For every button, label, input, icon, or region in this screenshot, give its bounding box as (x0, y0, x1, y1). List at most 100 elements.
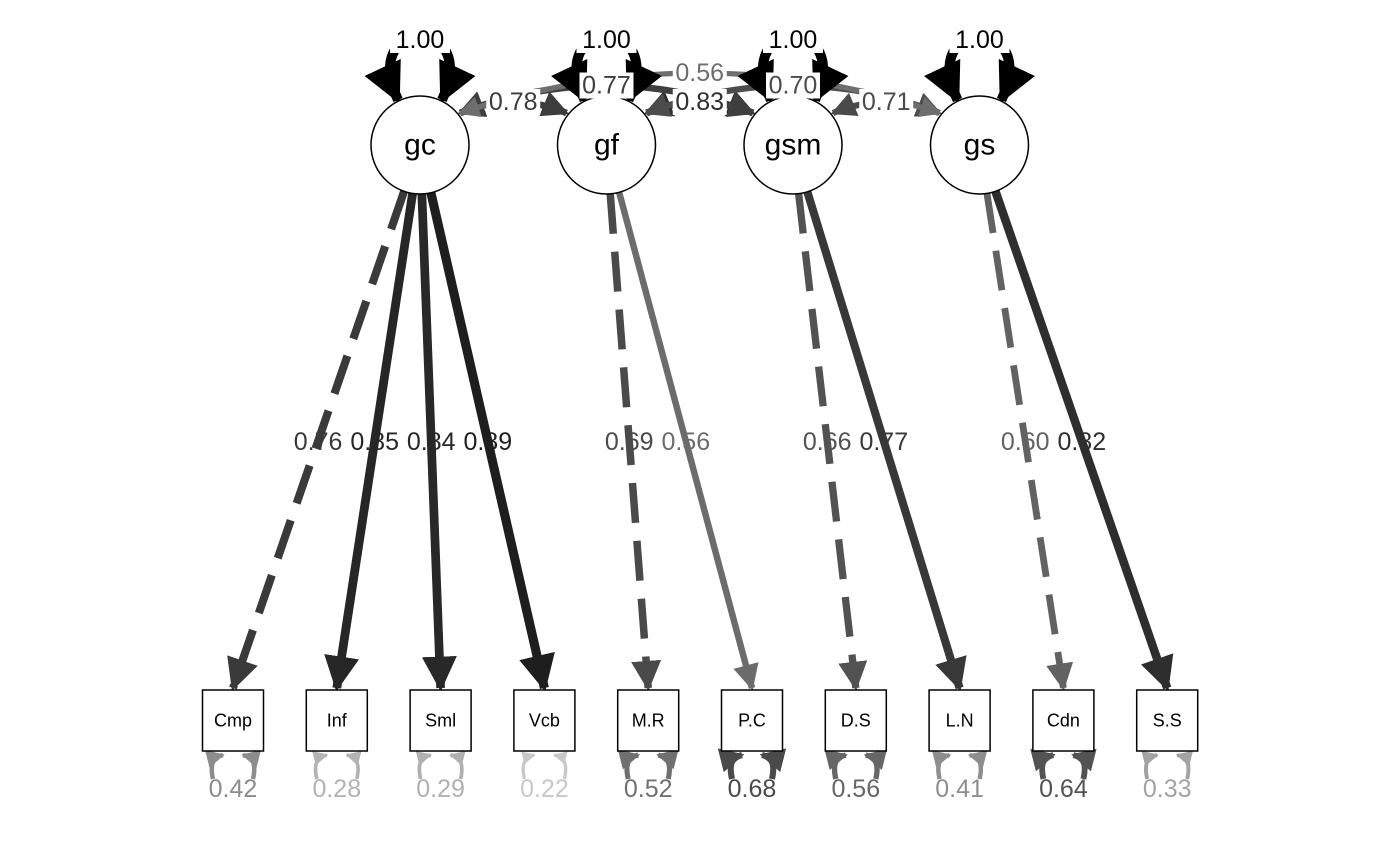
latent-node-gs (929, 95, 1030, 195)
residual-loop-right-ds (863, 749, 888, 780)
residual-loop-right-ss (1175, 750, 1194, 780)
label-layer: 0.78 0.83 0.71 0.77 0.70 0.56 1.00 1.00 1.00 1.00… (209, 26, 1192, 803)
covariance-label-bg (672, 89, 727, 115)
manifest-node-vcb (513, 689, 576, 752)
covariance-value-gf-gsm: 0.83 (675, 88, 724, 116)
residual-loop-right-ln (967, 750, 988, 780)
manifest-label-mr: M.R (632, 711, 665, 731)
residual-value-pc: 0.68 (728, 775, 777, 803)
residual-value-ss: 0.33 (1143, 775, 1192, 803)
residual-loop-left-pc (717, 748, 745, 780)
latent-label-gc: gc (404, 129, 436, 162)
loading-value-gsm-ln: 0.77 (859, 428, 908, 456)
residual-value-ln: 0.41 (935, 775, 984, 803)
manifest-label-pc: P.C (738, 711, 766, 731)
residual-loop-right-cdn (1071, 748, 1097, 780)
residual-loop-right-pc (759, 748, 787, 780)
residual-loop-left-ss (1141, 750, 1159, 780)
residual-loop-left-vcb (521, 751, 536, 780)
residual-loop-right-inf (345, 751, 362, 780)
variance-label-bg (763, 27, 823, 53)
loading-value-gf-mr: 0.69 (605, 428, 654, 456)
covariance-value-gc-gf: 0.78 (489, 88, 538, 116)
residual-value-sml: 0.29 (416, 775, 465, 803)
manifest-node-cmp (201, 689, 265, 752)
covariance-label-bg (766, 72, 820, 99)
covariance-value-gc-gs: 0.56 (675, 59, 724, 87)
loading-value-gs-cdn: 0.60 (1001, 428, 1050, 456)
residual-value-cdn: 0.64 (1039, 775, 1088, 803)
residual-loop-left-ln (931, 750, 952, 780)
residual-value-mr: 0.52 (624, 775, 673, 803)
residual-loop-right-vcb (553, 751, 568, 780)
manifest-label-cdn: Cdn (1047, 711, 1080, 731)
covariance-value-gf-gs: 0.70 (769, 72, 818, 100)
loading-value-gc-sml: 0.84 (407, 428, 456, 456)
covariance-label-bg (579, 72, 634, 99)
variance-label-bg (949, 27, 1010, 53)
manifest-node-mr (616, 689, 680, 752)
manifest-node-inf (305, 689, 369, 752)
loading-value-gsm-ds: 0.66 (803, 428, 852, 456)
manifest-node-cdn (1032, 689, 1095, 752)
loading-arrow-gc-vcb (426, 191, 555, 692)
loading-value-gf-pc: 0.56 (661, 428, 710, 456)
loading-value-gs-ss: 0.82 (1057, 428, 1106, 456)
covariance-label-bg (859, 89, 914, 115)
manifest-label-ss: S.S (1153, 711, 1182, 731)
residual-layer (205, 748, 1194, 780)
residual-loop-left-cmp (205, 750, 225, 780)
covariance-label-bg (672, 60, 727, 86)
residual-loop-left-cdn (1030, 748, 1056, 780)
manifest-label-vcb: Vcb (529, 711, 560, 731)
covariance-value-gsm-gs: 0.71 (862, 88, 911, 116)
node-layer (201, 95, 1199, 752)
covariance-value-gc-gsm: 0.77 (582, 72, 631, 100)
loading-arrow-gs-ss (991, 189, 1174, 692)
residual-loop-right-cmp (241, 750, 261, 780)
manifest-node-ln (928, 689, 991, 752)
manifest-label-inf: Inf (327, 711, 348, 731)
manifest-node-pc (720, 689, 784, 752)
variance-label-bg (576, 27, 637, 53)
loading-value-gc-inf: 0.85 (350, 428, 399, 456)
residual-value-vcb: 0.22 (520, 775, 569, 803)
residual-value-cmp: 0.42 (209, 775, 258, 803)
residual-loop-left-mr (617, 749, 641, 780)
loading-arrow-gf-pc (616, 191, 759, 691)
variance-label-bg (390, 27, 450, 53)
manifest-label-cmp: Cmp (214, 711, 252, 731)
residual-loop-left-ds (824, 749, 848, 780)
latent-label-gs: gs (964, 129, 996, 162)
loading-value-gc-vcb: 0.89 (463, 428, 512, 456)
loading-arrow-gs-cdn (983, 192, 1074, 691)
loading-arrow-gc-inf (324, 192, 417, 692)
manifest-label-ds: D.S (841, 711, 871, 731)
covariance-label-bg (486, 89, 541, 115)
manifest-node-sml (409, 689, 472, 752)
residual-loop-right-mr (656, 749, 679, 780)
residual-loop-right-sml (449, 751, 466, 780)
loading-arrow-gc-sml (417, 193, 457, 692)
variance-value-gsm: 1.00 (769, 26, 818, 54)
variance-value-gc: 1.00 (396, 26, 445, 54)
manifest-node-ds (824, 689, 888, 752)
variance-value-gf: 1.00 (582, 26, 631, 54)
loading-arrow-gsm-ln (803, 190, 967, 692)
latent-label-gf: gf (594, 129, 620, 162)
residual-loop-left-inf (312, 751, 329, 780)
manifest-node-ss (1135, 689, 1199, 752)
latent-label-gsm: gsm (765, 129, 822, 162)
residual-value-ds: 0.56 (831, 775, 880, 803)
loading-arrow-gsm-ds (794, 193, 868, 691)
loading-arrow-gc-cmp (227, 190, 408, 692)
loading-arrow-gf-mr (606, 193, 662, 691)
manifest-label-sml: Sml (425, 711, 456, 731)
loading-layer (227, 189, 1174, 692)
latent-node-gc (370, 95, 470, 195)
loading-value-gc-cmp: 0.76 (294, 428, 343, 456)
variance-value-gs: 1.00 (955, 26, 1004, 54)
residual-value-inf: 0.28 (312, 775, 361, 803)
manifest-label-ln: L.N (946, 711, 974, 731)
